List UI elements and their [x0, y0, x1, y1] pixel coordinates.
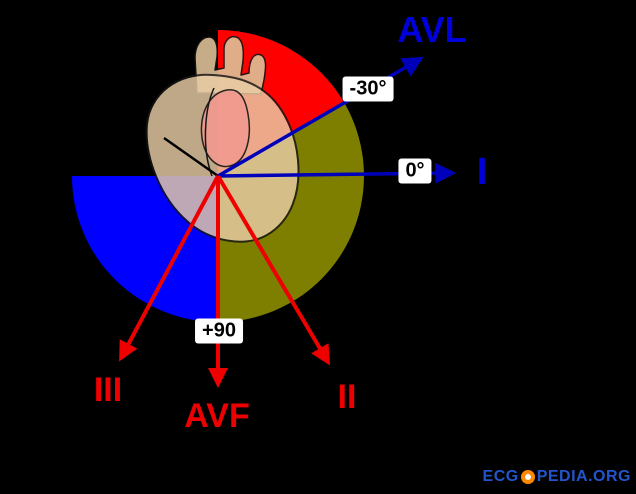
heart-illustration [145, 35, 300, 243]
watermark-suffix: PEDIA.ORG [536, 468, 631, 485]
avl-label: AVL [397, 9, 467, 50]
heart-septum-line [204, 87, 215, 177]
watermark-prefix: ECG [482, 468, 519, 485]
lead-ii-label: II [337, 378, 357, 416]
lead-iii-label: III [93, 371, 123, 409]
angle-plus-90-badge: +90 [195, 318, 243, 344]
heart-ventricle-pink [200, 89, 251, 168]
lead-iii-arrow [119, 175, 220, 362]
avf-label: AVF [184, 397, 250, 435]
angle-minus-30-badge: -30° [342, 76, 394, 102]
angle-0-badge: 0° [398, 158, 432, 184]
ecgpedia-watermark: ECG PEDIA.ORG [483, 468, 631, 486]
lead-i-label: I [476, 151, 488, 193]
ecgpedia-logo-icon [520, 470, 535, 484]
lead-ii-arrow [216, 174, 331, 366]
avr-axis-line [163, 136, 219, 178]
